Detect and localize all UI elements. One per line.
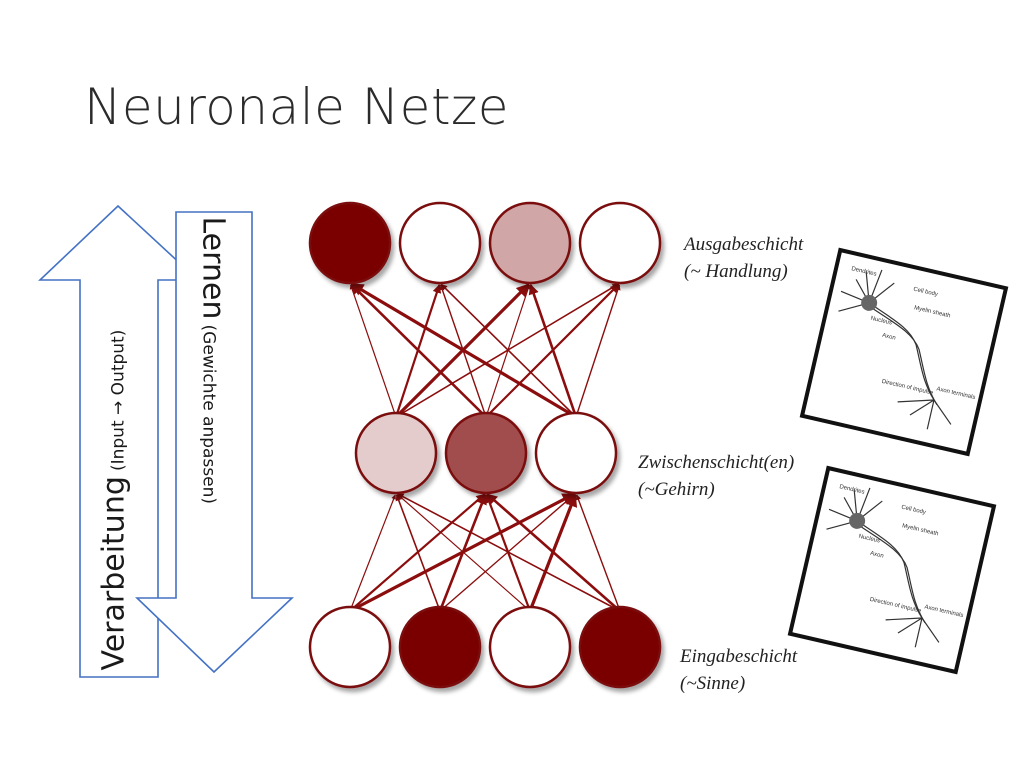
neuron-label: Cell body [901, 505, 927, 516]
input-to-hidden-connection [349, 494, 396, 612]
hidden-to-output-connection [395, 283, 619, 418]
neuron-label: Axon [869, 551, 884, 560]
hidden-to-output-connection [349, 284, 397, 418]
hidden-to-output-connection [528, 283, 578, 418]
hidden-layer-analogy: (~Gehirn) [638, 479, 715, 500]
hidden-to-output-connection [575, 284, 621, 418]
output-neuron [398, 201, 482, 285]
neuron-label: Dendrites [851, 266, 877, 278]
neuron-illustration: Cell body Myelin sheath Dendrites Nucleu… [787, 465, 997, 675]
input-neuron [398, 605, 482, 689]
neuron-label: Nucleus [870, 316, 892, 327]
neuron-label: Cell body [913, 287, 939, 298]
output-neuron [488, 201, 572, 285]
slide-title: Neuronale Netze [84, 78, 510, 136]
input-layer-title: Eingabeschicht [680, 646, 798, 667]
input-layer-analogy: (~Sinne) [680, 673, 746, 694]
learning-down-arrow [135, 211, 295, 674]
neuron-label: Nucleus [858, 534, 880, 545]
hidden-layer-title: Zwischenschicht(en) [638, 452, 795, 473]
connections [349, 282, 621, 613]
input-to-hidden-connection [349, 493, 486, 612]
hidden-to-output-connection [350, 283, 487, 418]
neuron-label: Dendrites [839, 484, 865, 496]
input-to-hidden-connection [395, 494, 441, 612]
output-layer-analogy: (~ Handlung) [684, 261, 788, 282]
neuron-illustration: Cell body Myelin sheath Dendrites Nucleu… [799, 247, 1009, 457]
output-neuron [578, 201, 662, 285]
input-to-hidden-connection [397, 493, 531, 612]
hidden-layer-label: Zwischenschicht(en) (~Gehirn) [638, 449, 794, 503]
output-layer-label: Ausgabeschicht (~ Handlung) [684, 231, 803, 285]
input-to-hidden-connection [486, 493, 621, 612]
neurons [308, 201, 662, 689]
hidden-neuron [534, 411, 618, 495]
input-to-hidden-connection [397, 493, 621, 612]
input-to-hidden-connection [575, 494, 621, 612]
output-layer-title: Ausgabeschicht [684, 234, 804, 255]
hidden-neuron [444, 411, 528, 495]
input-layer-label: Eingabeschicht (~Sinne) [680, 643, 797, 697]
hidden-to-output-connection [485, 284, 531, 418]
input-neuron [308, 605, 392, 689]
output-neuron [308, 201, 392, 285]
input-to-hidden-connection [438, 493, 487, 612]
input-neuron [578, 605, 662, 689]
hidden-to-output-connection [440, 283, 577, 418]
hidden-neuron [354, 411, 438, 495]
neuron-label: Axon [881, 333, 896, 342]
hidden-to-output-connection [350, 282, 577, 419]
input-neuron [488, 605, 572, 689]
